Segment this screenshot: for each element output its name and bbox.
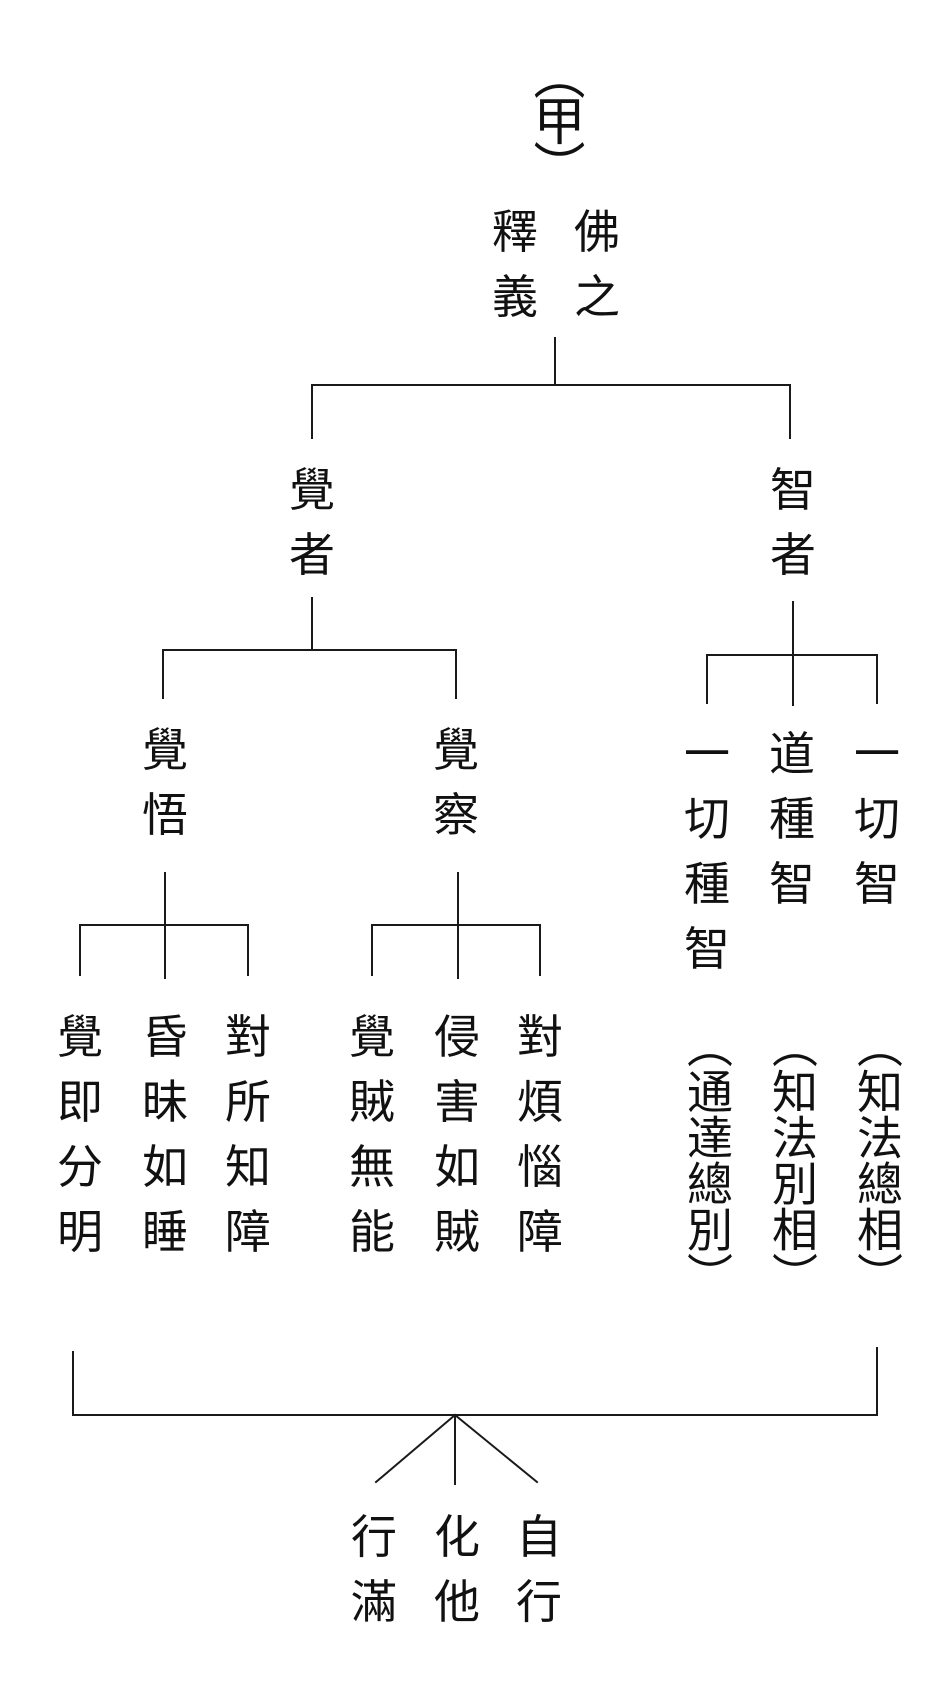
connector-fan-right — [453, 1413, 539, 1484]
juecha-item-2: 侵害如賊 — [434, 1010, 480, 1259]
zhizhe-item-3-name: 一切種智 — [684, 727, 730, 976]
root-line-right: 佛之 — [574, 205, 620, 324]
zhizhe-item-1-name: 一切智 — [854, 727, 900, 911]
zhizhe-item-2-note: （知法別相） — [765, 1022, 819, 1298]
juecha-item-1: 對煩惱障 — [517, 1010, 563, 1259]
juecha-item-3: 覺賊無能 — [349, 1010, 395, 1259]
node-zhizhe: 智者 — [770, 463, 816, 582]
root-label: （甲） — [524, 48, 584, 186]
zhizhe-item-2-name: 道種智 — [769, 727, 815, 911]
result-item-1: 自行 — [516, 1510, 562, 1629]
connector-fan-left — [374, 1413, 457, 1484]
juewu-item-3: 覺即分明 — [57, 1010, 103, 1259]
zhizhe-item-1-note: （知法總相） — [850, 1022, 904, 1298]
zhizhe-item-3-note: （通達總別） — [680, 1022, 734, 1298]
juewu-item-2: 昏昧如睡 — [142, 1010, 188, 1259]
root-line-left: 釋義 — [492, 205, 538, 324]
node-juecha: 覺察 — [433, 723, 479, 842]
juewu-item-1: 對所知障 — [225, 1010, 271, 1259]
result-item-2: 化他 — [434, 1510, 480, 1629]
node-juezhe: 覺者 — [289, 463, 335, 582]
result-item-3: 行滿 — [351, 1510, 397, 1629]
node-juewu: 覺悟 — [142, 723, 188, 842]
